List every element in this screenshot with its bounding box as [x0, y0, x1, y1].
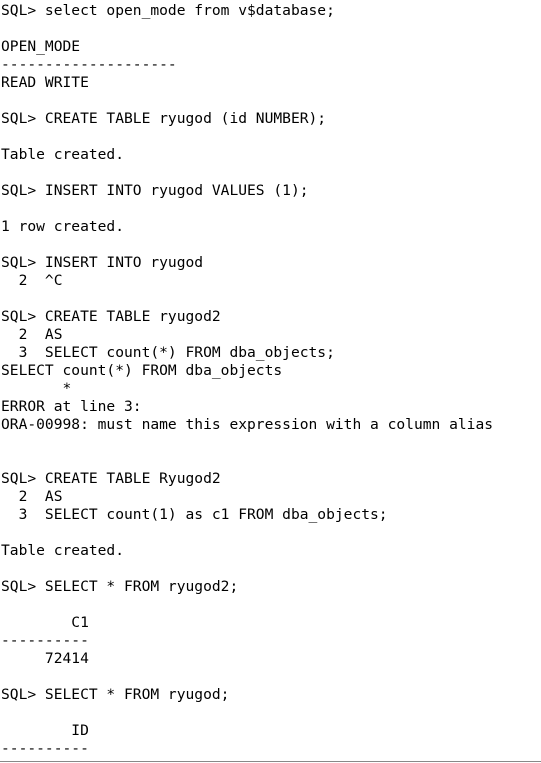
sql-command-line: SQL> INSERT INTO ryugod	[1, 254, 204, 271]
sql-command-line: SQL> CREATE TABLE ryugod (id NUMBER);	[1, 110, 327, 127]
blank-line	[1, 434, 541, 452]
blank-line	[1, 92, 541, 110]
output-line: SELECT count(*) FROM dba_objects	[1, 362, 283, 379]
blank-line	[1, 164, 541, 182]
column-separator: --------------------	[1, 56, 177, 73]
output-line: C1	[1, 614, 89, 631]
output-line: ID	[1, 722, 89, 739]
sql-command-line: SQL> SELECT * FROM ryugod;	[1, 686, 230, 703]
output-line: OPEN_MODE	[1, 38, 81, 55]
sql-command-line: SQL> CREATE TABLE Ryugod2	[1, 470, 221, 487]
continuation-line: 2 ^C	[1, 272, 63, 289]
blank-line	[1, 128, 541, 146]
blank-line	[1, 20, 541, 38]
sql-command-line: SQL> INSERT INTO ryugod VALUES (1);	[1, 182, 309, 199]
continuation-line: 3 SELECT count(*) FROM dba_objects;	[1, 344, 335, 361]
output-line: READ WRITE	[1, 74, 89, 91]
error-line: ORA-00998: must name this expression wit…	[1, 416, 494, 433]
blank-line	[1, 668, 541, 686]
output-line: *	[1, 380, 72, 397]
output-line: Table created.	[1, 146, 125, 163]
blank-line	[1, 452, 541, 470]
column-separator: ----------	[1, 632, 89, 649]
continuation-line: 2 AS	[1, 326, 63, 343]
bottom-divider	[0, 761, 541, 762]
sql-command-line: SQL> SELECT * FROM ryugod2;	[1, 578, 239, 595]
blank-line	[1, 200, 541, 218]
blank-line	[1, 560, 541, 578]
blank-line	[1, 524, 541, 542]
output-line: Table created.	[1, 542, 125, 559]
column-separator: ----------	[1, 740, 89, 757]
blank-line	[1, 596, 541, 614]
blank-line	[1, 290, 541, 308]
continuation-line: 3 SELECT count(1) as c1 FROM dba_objects…	[1, 506, 388, 523]
blank-line	[1, 704, 541, 722]
output-line: 1 row created.	[1, 218, 125, 235]
continuation-line: 2 AS	[1, 488, 63, 505]
output-line: 72414	[1, 650, 89, 667]
sql-command-line: SQL> select open_mode from v$database;	[1, 2, 335, 19]
blank-line	[1, 236, 541, 254]
sql-command-line: SQL> CREATE TABLE ryugod2	[1, 308, 221, 325]
error-line: ERROR at line 3:	[1, 398, 142, 415]
